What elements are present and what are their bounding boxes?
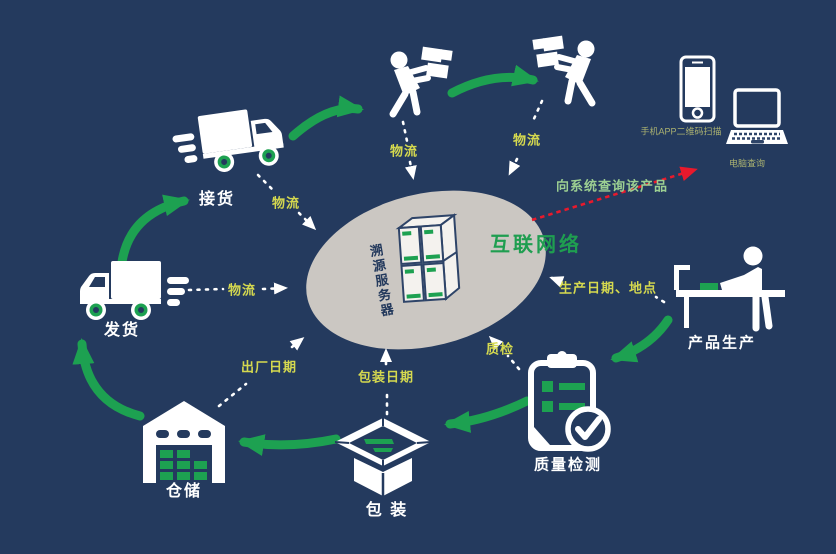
factory-date-label: 出厂日期 (240, 359, 298, 375)
logistics-label-receiving: 物流 (271, 195, 301, 211)
dotted-arrow-receiving-to-center (256, 173, 317, 231)
phone-caption-label: 手机APP二维码扫描 (640, 126, 722, 137)
production-label: 产品生产 (687, 334, 757, 352)
production-info-label: 生产日期、地点 (558, 280, 658, 296)
dotted-arrow-packaging-to-center (380, 348, 392, 416)
logistics-label-carrier2: 物流 (512, 132, 542, 148)
dotted-arrow-warehouse-to-center (217, 337, 305, 408)
arrow-receiving-to-carrier1 (288, 95, 364, 141)
quality-clipboard-icon (528, 351, 611, 452)
dotted-arrow-shipping-to-center (187, 282, 288, 295)
laptop-icon (726, 88, 788, 144)
warehouse-icon (143, 401, 225, 483)
logistics-label-carrier1: 物流 (389, 143, 419, 159)
receiving-truck-icon (172, 109, 284, 172)
internet-network-label: 互联网络 (490, 234, 582, 256)
arrow-carrier1-to-carrier2 (447, 64, 539, 98)
shipping-label: 发货 (103, 322, 141, 339)
shipping-truck-icon (80, 261, 189, 320)
dotted-arrow-quality-to-center (488, 335, 521, 371)
worker-carrying-boxes-icon (389, 46, 453, 118)
production-worker-icon (674, 246, 785, 332)
receiving-label: 接货 (198, 191, 236, 208)
packaging-label: 包 装 (365, 502, 409, 519)
packaging-date-label: 包装日期 (357, 369, 415, 385)
open-box-icon (334, 418, 432, 496)
dashed-arrow-center-to-devices (531, 166, 698, 222)
arrow-packaging-to-warehouse (238, 434, 341, 457)
smartphone-icon (679, 55, 716, 123)
dotted-arrow-carrier1-to-center (401, 120, 417, 180)
laptop-caption-label: 电脑查询 (728, 158, 766, 169)
dotted-arrow-carrier2-to-center (508, 99, 544, 176)
dotted-arrow-production-to-center (549, 276, 666, 304)
logistics-label-shipping: 物流 (227, 282, 257, 298)
arrow-shipping-to-receiving (117, 194, 190, 267)
quality-label: 质量检测 (533, 456, 603, 474)
arrow-warehouse-to-shipping (72, 338, 145, 421)
arrow-production-to-quality (610, 315, 673, 363)
quality-check-label: 质检 (485, 341, 515, 357)
system-query-label: 向系统查询该产品 (555, 178, 669, 194)
server-stack-icon (395, 213, 461, 303)
arrow-quality-to-packaging (444, 396, 532, 433)
warehouse-label: 仓储 (165, 483, 203, 500)
worker-carrying-boxes-icon (532, 35, 596, 107)
